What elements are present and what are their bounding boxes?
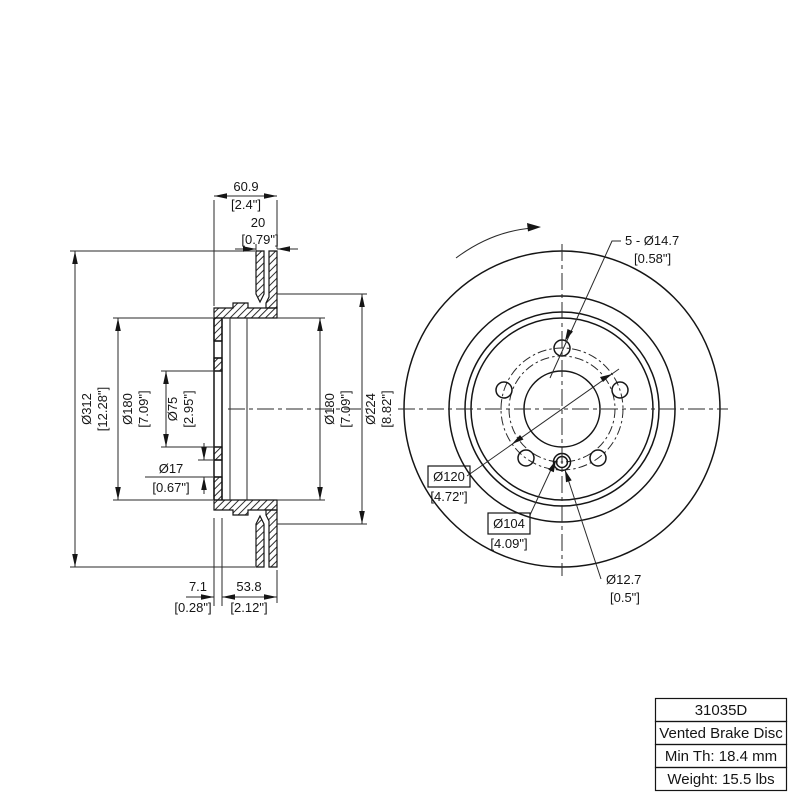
dim-outer-diameter-mm: Ø312: [79, 393, 94, 425]
section-dimensions: 60.9 [2.4"] 20 [0.79"] Ø312 [12.28"] Ø18…: [70, 179, 394, 615]
section-hat-wall-top: [213, 302, 278, 319]
dim-hat-diameter-right-mm: Ø180: [322, 393, 337, 425]
dim-hat-hole-in: [0.67"]: [152, 480, 189, 495]
dim-center-bore-in: [2.95"]: [181, 390, 196, 427]
flange-segment: [213, 317, 223, 342]
bolt-circle-dim-box: [427, 465, 471, 488]
dim-hat-diameter-right-in: [7.09"]: [338, 390, 353, 427]
section-inboard-plate-bottom: [265, 509, 278, 568]
dim-screw-circle-in: [4.09"]: [490, 536, 527, 551]
weight: Weight: 15.5 lbs: [667, 771, 774, 788]
dim-friction-inner-diameter-mm: Ø224: [363, 393, 378, 425]
bolt-circle-arrowhead: [512, 435, 524, 444]
flange-segment: [213, 446, 223, 461]
dim-friction-inner-diameter-in: [8.82"]: [379, 390, 394, 427]
section-view: [213, 250, 372, 568]
flange-segment: [213, 476, 223, 501]
part-number: 31035D: [695, 702, 748, 719]
rotation-arrow-head: [527, 223, 541, 232]
dim-disc-thickness-in: [0.79"]: [241, 232, 278, 247]
front-view: [398, 223, 728, 576]
dim-bolt-circle-mm: Ø120: [433, 469, 465, 484]
dim-hat-diameter-left-in: [7.09"]: [136, 390, 151, 427]
lug-hole-arrowhead: [565, 329, 573, 341]
dim-hat-hole-mm: Ø17: [159, 461, 184, 476]
dim-screw-hole-in: [0.5"]: [610, 590, 640, 605]
section-hat-wall-bottom: [213, 499, 278, 516]
screw-circle-dim-box: [487, 512, 531, 535]
dim-outer-diameter-in: [12.28"]: [95, 387, 110, 431]
bolt-circle-arrowhead: [600, 374, 612, 382]
dim-flange-thickness-mm: 7.1: [189, 579, 207, 594]
section-inboard-plate-top: [265, 250, 278, 309]
dim-disc-thickness-mm: 20: [251, 215, 265, 230]
dim-hat-depth-in: [2.12"]: [230, 600, 267, 615]
title-block: 31035D Vented Brake Disc Min Th: 18.4 mm…: [654, 697, 788, 792]
dim-flange-thickness-in: [0.28"]: [174, 600, 211, 615]
dim-bolt-circle-in: [4.72"]: [430, 489, 467, 504]
dim-width-overall-in: [2.4"]: [231, 197, 261, 212]
min-thickness: Min Th: 18.4 mm: [665, 748, 777, 765]
product-type: Vented Brake Disc: [659, 725, 783, 742]
section-outboard-plate-bottom: [255, 514, 265, 568]
rotation-arrow-arc: [455, 227, 534, 259]
title-block-cell: [654, 766, 788, 792]
dim-hat-diameter-left-mm: Ø180: [120, 393, 135, 425]
bolt-circle-dim-line: [466, 368, 620, 477]
dim-bolt-holes-mm: 5 - Ø14.7: [625, 233, 679, 248]
lug-hole: [495, 381, 513, 399]
set-screw-leader: [564, 469, 602, 580]
dim-screw-hole-mm: Ø12.7: [606, 572, 641, 587]
dim-center-bore-mm: Ø75: [165, 397, 180, 422]
dim-width-overall-mm: 60.9: [233, 179, 258, 194]
dim-bolt-holes-in: [0.58"]: [634, 251, 671, 266]
flange-segment: [213, 357, 223, 372]
front-view-callouts: 5 - Ø14.7 [0.58"] Ø120 [4.72"] Ø104 [4.0…: [427, 233, 679, 605]
lug-hole: [589, 449, 607, 467]
screw-circle-arrowhead: [548, 460, 556, 473]
set-screw-arrowhead: [565, 470, 572, 483]
dim-hat-depth-mm: 53.8: [236, 579, 261, 594]
section-outboard-plate-top: [255, 250, 265, 304]
dim-screw-circle-mm: Ø104: [493, 516, 525, 531]
lug-hole: [611, 381, 629, 399]
lug-hole: [517, 449, 535, 467]
lug-hole-leader: [549, 240, 621, 379]
